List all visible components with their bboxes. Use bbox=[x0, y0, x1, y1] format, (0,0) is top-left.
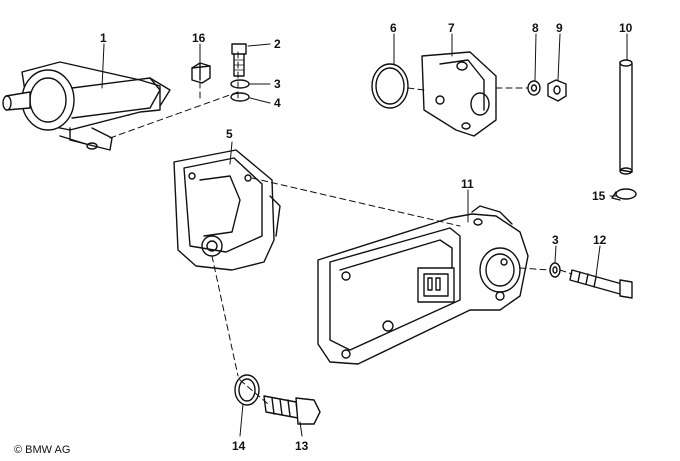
callout-11: 11 bbox=[461, 177, 474, 191]
part-7-housing-cover bbox=[421, 51, 497, 137]
part-15-hose-clamp bbox=[611, 188, 637, 201]
callout-12: 12 bbox=[593, 233, 607, 247]
callout-6: 6 bbox=[390, 21, 397, 35]
callout-8: 8 bbox=[532, 21, 539, 35]
part-16-nut bbox=[191, 62, 211, 84]
callout-14: 14 bbox=[232, 439, 246, 453]
copyright-notice: © BMW AG bbox=[14, 444, 71, 456]
callout-7: 7 bbox=[448, 21, 455, 35]
callout-4: 4 bbox=[274, 96, 281, 110]
callout-16: 16 bbox=[192, 31, 206, 45]
part-8-washer bbox=[527, 80, 541, 96]
part-13-bolt bbox=[263, 395, 321, 425]
part-6-o-ring bbox=[371, 63, 409, 109]
callout-13: 13 bbox=[295, 439, 309, 453]
part-5-cover-plate bbox=[173, 149, 281, 271]
part-14-ring bbox=[234, 374, 260, 406]
callout-15: 15 bbox=[592, 189, 606, 203]
part-3-washer-right bbox=[549, 262, 561, 278]
part-1-vacuum-unit bbox=[2, 61, 171, 151]
part-10-hose bbox=[619, 59, 633, 175]
part-2-bolt bbox=[231, 43, 247, 77]
leader-lines bbox=[101, 33, 628, 437]
callout-3: 3 bbox=[274, 77, 281, 91]
callout-2: 2 bbox=[274, 37, 281, 51]
callout-3-right: 3 bbox=[552, 233, 559, 247]
callout-10: 10 bbox=[619, 21, 633, 35]
callout-9: 9 bbox=[556, 21, 563, 35]
part-11-actuator-housing bbox=[317, 205, 529, 365]
callout-5: 5 bbox=[226, 127, 233, 141]
callout-labels: 1 2 3 4 5 6 7 8 9 10 11 12 13 14 15 16 3 bbox=[100, 21, 633, 453]
assembly-lines bbox=[109, 51, 573, 405]
part-4-spring-washer bbox=[230, 92, 250, 102]
part-9-nut bbox=[547, 79, 567, 102]
callout-1: 1 bbox=[100, 31, 107, 45]
part-3-washer bbox=[230, 79, 250, 89]
part-12-bolt bbox=[569, 269, 633, 299]
